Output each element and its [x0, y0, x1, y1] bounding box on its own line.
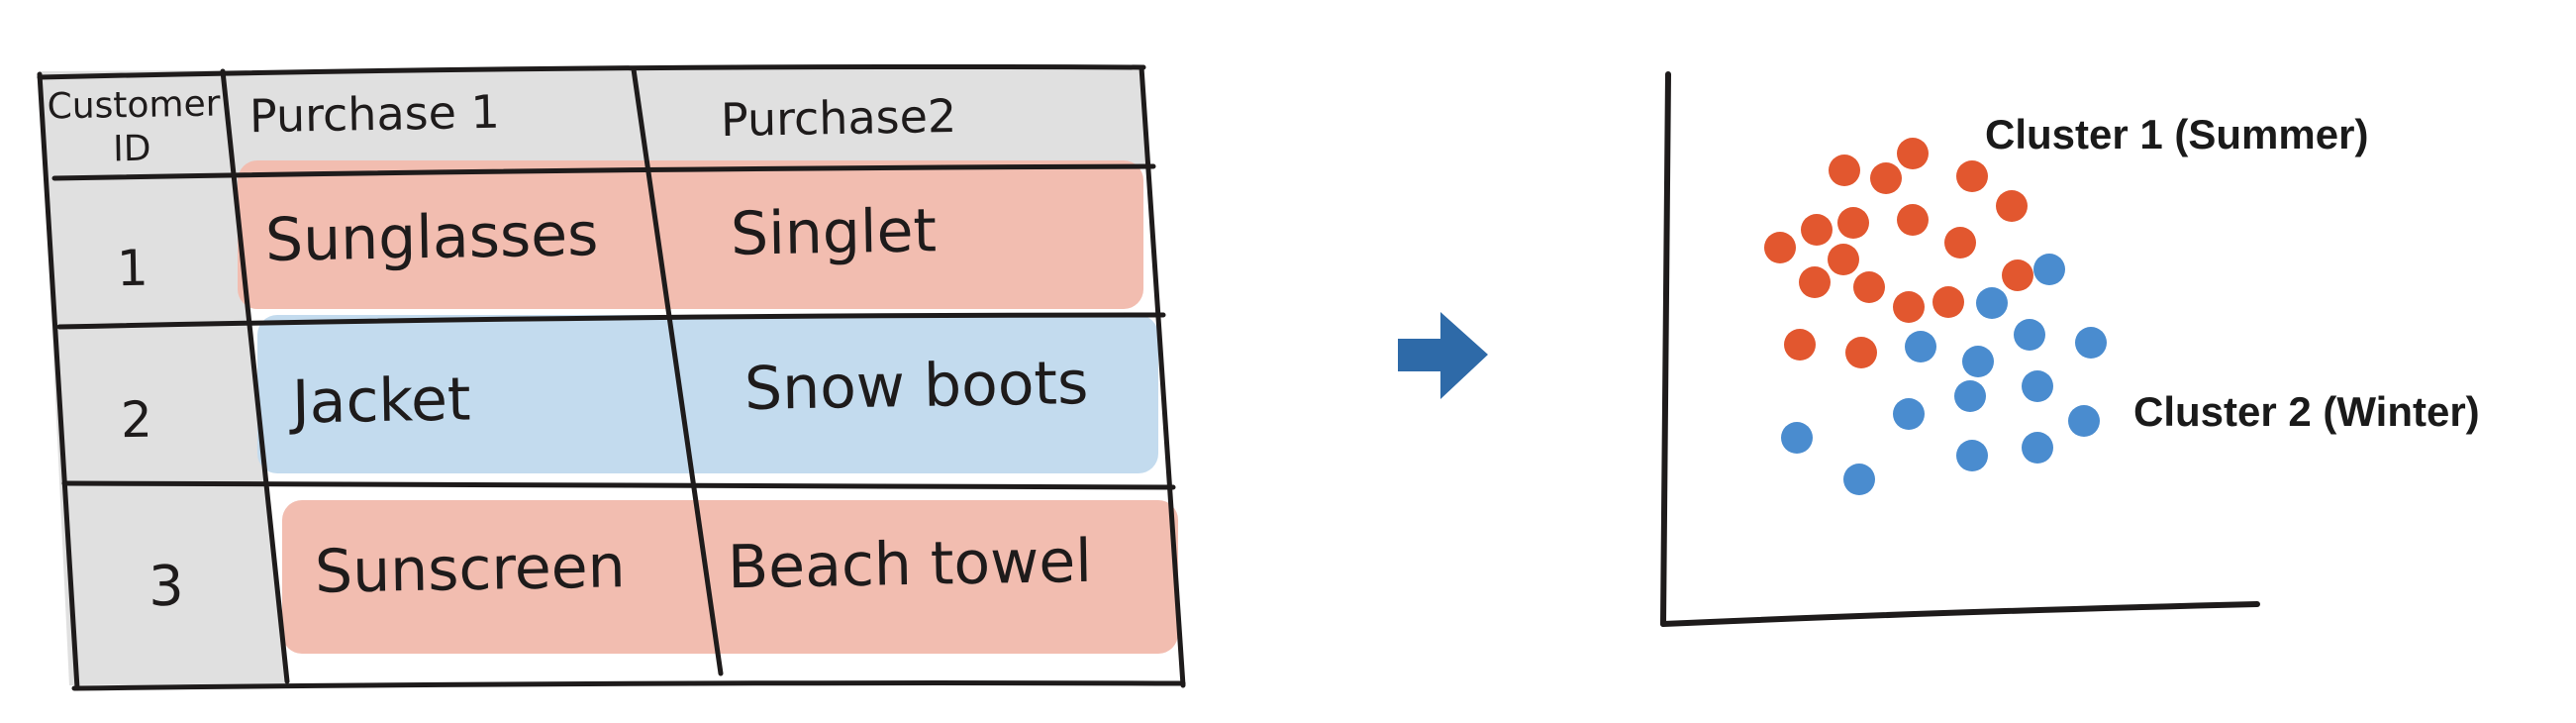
- summer-cluster-point: [1829, 155, 1860, 186]
- table-grid: [37, 63, 1186, 691]
- summer-cluster-point: [1764, 232, 1796, 263]
- summer-cluster-point: [1799, 266, 1831, 298]
- summer-cluster-point: [2002, 259, 2033, 291]
- header-row-bg: [40, 65, 1148, 176]
- row1-purchase-1: Sunglasses: [264, 200, 599, 275]
- winter-cluster-point: [2022, 432, 2053, 464]
- summer-cluster-point: [1837, 207, 1869, 239]
- cluster-1-label: Cluster 1 (Summer): [1985, 111, 2369, 157]
- row1-id: 1: [116, 239, 149, 298]
- row2-purchase-1: Jacket: [291, 364, 472, 438]
- summer-cluster-point: [1853, 271, 1885, 303]
- row2-id: 2: [120, 390, 153, 450]
- row2-purchase-2: Snow boots: [743, 348, 1089, 425]
- summer-cluster-point: [1784, 329, 1816, 361]
- winter-cluster-point: [1976, 287, 2008, 319]
- header-customer-id: Customer ID: [47, 83, 221, 170]
- row1-purchase-2: Singlet: [730, 196, 938, 269]
- summer-cluster-point: [1828, 244, 1859, 275]
- summer-cluster-point: [1996, 190, 2028, 222]
- summer-cluster-point: [1870, 162, 1902, 194]
- winter-cluster-point: [2068, 405, 2100, 437]
- summer-cluster-point: [1897, 204, 1929, 236]
- row3-highlight: [282, 500, 1178, 654]
- row3-purchase-2: Beach towel: [727, 526, 1093, 603]
- winter-cluster-point: [2033, 254, 2065, 285]
- winter-cluster-point: [2075, 327, 2107, 359]
- cluster-2-label: Cluster 2 (Winter): [2133, 388, 2480, 435]
- arrow-right-icon: [1398, 312, 1488, 399]
- row2-highlight: [257, 315, 1158, 473]
- winter-cluster-point: [1893, 398, 1925, 430]
- header-purchase-1: Purchase 1: [248, 84, 501, 144]
- scatter-points: [1764, 138, 2107, 495]
- summer-cluster-point: [1932, 286, 1964, 318]
- plot-axes: [1660, 71, 2260, 627]
- summer-cluster-point: [1893, 291, 1925, 323]
- winter-cluster-point: [1905, 331, 1936, 362]
- header-purchase-2: Purchase2: [720, 88, 957, 148]
- id-column-bg: [40, 71, 287, 685]
- winter-cluster-point: [2014, 319, 2045, 351]
- winter-cluster-point: [1781, 422, 1813, 454]
- row3-purchase-1: Sunscreen: [314, 532, 627, 607]
- row3-id: 3: [148, 554, 185, 620]
- winter-cluster-point: [2022, 370, 2053, 402]
- winter-cluster-point: [1956, 440, 1988, 471]
- winter-cluster-point: [1962, 346, 1994, 377]
- winter-cluster-point: [1954, 380, 1986, 412]
- summer-cluster-point: [1845, 337, 1877, 368]
- winter-cluster-point: [1843, 464, 1875, 495]
- summer-cluster-point: [1897, 138, 1929, 169]
- row1-highlight: [238, 160, 1143, 309]
- summer-cluster-point: [1801, 214, 1833, 246]
- summer-cluster-point: [1956, 160, 1988, 192]
- summer-cluster-point: [1944, 227, 1976, 258]
